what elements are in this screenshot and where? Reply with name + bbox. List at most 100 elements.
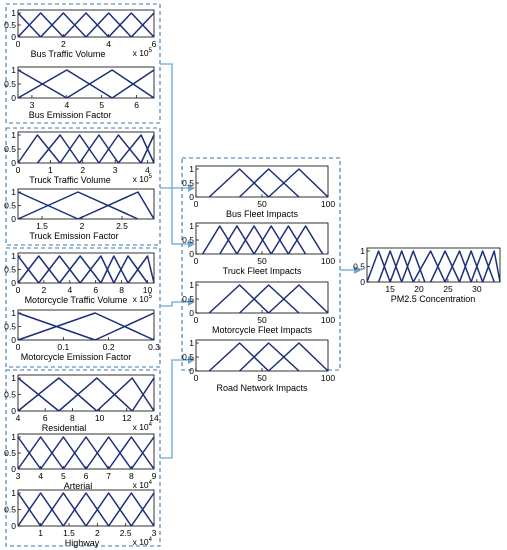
xtick-label: 3 bbox=[113, 165, 118, 175]
xtick-label: 100 bbox=[321, 315, 335, 325]
ytick-label: 1 bbox=[11, 488, 16, 498]
membership-function bbox=[377, 250, 403, 283]
membership-function bbox=[66, 69, 155, 99]
ytick-label: 1 bbox=[11, 65, 16, 75]
ytick-label: 0.5 bbox=[4, 322, 16, 332]
membership-function bbox=[130, 12, 155, 38]
axis-multiplier: x 105 bbox=[133, 294, 153, 304]
highway-title: Highway bbox=[65, 538, 100, 548]
membership-function bbox=[239, 342, 300, 372]
xtick-label: 15 bbox=[385, 284, 395, 294]
motorcycle-traffic-volume-title: Motorcycle Traffic Volume bbox=[25, 295, 128, 305]
membership-function bbox=[17, 134, 61, 164]
membership-function bbox=[127, 255, 155, 284]
motorcycle-fleet-impacts-title: Motorcycle Fleet Impacts bbox=[212, 325, 313, 335]
xtick-label: 12 bbox=[122, 413, 132, 423]
xtick-label: 0 bbox=[194, 373, 199, 383]
membership-function bbox=[389, 250, 414, 283]
motorcycle-input-group bbox=[5, 247, 161, 368]
xtick-label: 50 bbox=[257, 315, 267, 325]
xtick-label: 6 bbox=[134, 100, 139, 110]
membership-function bbox=[94, 312, 155, 341]
ytick-label: 1 bbox=[189, 221, 194, 231]
xtick-label: 4 bbox=[145, 165, 150, 175]
membership-function bbox=[40, 436, 87, 470]
ytick-label: 0 bbox=[11, 214, 16, 224]
membership-function bbox=[108, 492, 155, 527]
ytick-label: 0.5 bbox=[4, 201, 16, 211]
xtick-label: 5 bbox=[61, 471, 66, 481]
xtick-label: 50 bbox=[257, 373, 267, 383]
xtick-label: 2 bbox=[80, 221, 85, 231]
motorcycle-emission-factor-axes bbox=[17, 309, 155, 341]
xtick-label: 50 bbox=[257, 256, 267, 266]
xtick-label: 6 bbox=[84, 471, 89, 481]
xtick-label: 30 bbox=[472, 284, 482, 294]
membership-function bbox=[96, 377, 155, 412]
membership-function bbox=[17, 69, 113, 99]
xtick-label: 0 bbox=[16, 285, 21, 295]
road-network-impacts-title: Road Network Impacts bbox=[216, 383, 308, 393]
xtick-label: 4 bbox=[16, 413, 21, 423]
ytick-label: 1 bbox=[11, 308, 16, 318]
membership-function bbox=[85, 12, 132, 38]
ytick-label: 0 bbox=[11, 406, 16, 416]
ytick-label: 0 bbox=[189, 192, 194, 202]
truck-emission-factor-title: Truck Emission Factor bbox=[29, 231, 118, 241]
membership-function bbox=[481, 250, 501, 283]
xtick-label: 4 bbox=[64, 100, 69, 110]
xtick-label: 1.5 bbox=[36, 221, 48, 231]
membership-function bbox=[58, 255, 102, 284]
residential-title: Residential bbox=[42, 423, 87, 433]
membership-function bbox=[219, 225, 255, 255]
xtick-label: 1 bbox=[48, 165, 53, 175]
membership-function bbox=[62, 492, 110, 527]
membership-function bbox=[130, 436, 155, 470]
bus-traffic-volume-title: Bus Traffic Volume bbox=[31, 49, 106, 59]
road-network-impacts-axes bbox=[195, 339, 329, 372]
axis-multiplier: x 105 bbox=[133, 174, 153, 184]
membership-function bbox=[17, 12, 64, 38]
membership-function bbox=[79, 255, 115, 284]
ytick-label: 1 bbox=[11, 187, 16, 197]
membership-function bbox=[268, 284, 329, 314]
ytick-label: 0 bbox=[11, 158, 16, 168]
ytick-label: 0.5 bbox=[4, 448, 16, 458]
membership-function bbox=[62, 436, 110, 470]
xtick-label: 2 bbox=[61, 39, 66, 49]
bus-fleet-impacts-title: Bus Fleet Impacts bbox=[226, 209, 299, 219]
ytick-label: 0.5 bbox=[4, 79, 16, 89]
xtick-label: 5 bbox=[99, 100, 104, 110]
membership-function bbox=[412, 250, 446, 283]
axis-multiplier: x 104 bbox=[133, 537, 153, 547]
xtick-label: 1 bbox=[38, 528, 43, 538]
ytick-label: 0.5 bbox=[353, 262, 365, 272]
ytick-label: 1 bbox=[11, 373, 16, 383]
membership-function bbox=[17, 377, 98, 412]
xtick-label: 0 bbox=[16, 165, 21, 175]
ytick-label: 0.5 bbox=[182, 352, 194, 362]
membership-function bbox=[366, 250, 391, 283]
xtick-label: 0.1 bbox=[57, 342, 69, 352]
ytick-label: 0.5 bbox=[4, 265, 16, 275]
pm25-concentration-title: PM2.5 Concentration bbox=[391, 294, 476, 304]
membership-function bbox=[208, 284, 270, 314]
xtick-label: 4 bbox=[106, 39, 111, 49]
xtick-label: 0.3 bbox=[148, 342, 160, 352]
ytick-label: 0.5 bbox=[182, 294, 194, 304]
motorcycle-fleet-impacts-axes bbox=[195, 281, 329, 314]
xtick-label: 25 bbox=[443, 284, 453, 294]
membership-function bbox=[458, 250, 484, 283]
membership-function bbox=[77, 191, 155, 220]
xtick-label: 10 bbox=[143, 285, 153, 295]
ytick-label: 0.5 bbox=[4, 390, 16, 400]
xtick-label: 6 bbox=[43, 413, 48, 423]
